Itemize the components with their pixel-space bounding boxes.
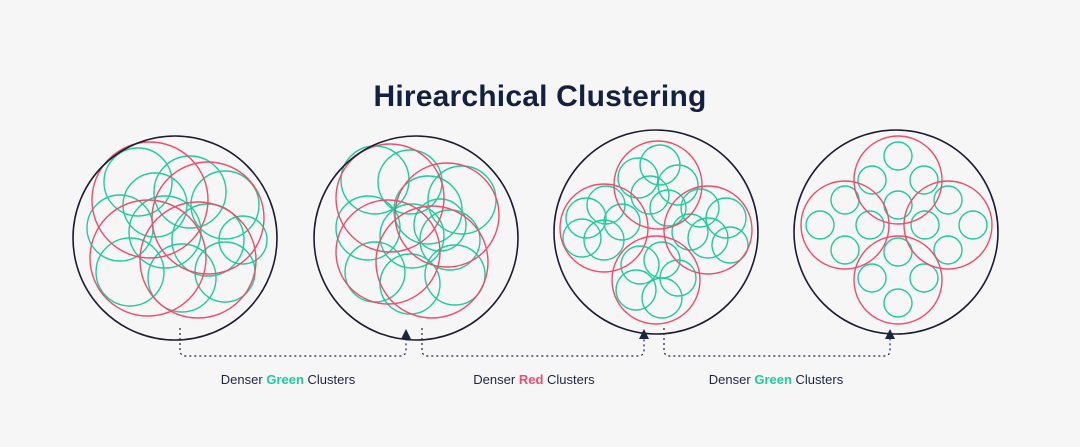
green-circle [379, 203, 445, 269]
green-circle [933, 235, 963, 265]
red-circle [611, 235, 701, 325]
green-circle [603, 203, 641, 241]
outer-boundary [793, 129, 999, 335]
red-clusters [89, 141, 265, 319]
caption-suffix: Clusters [303, 372, 356, 387]
green-circle [883, 237, 913, 267]
stage-3 [553, 129, 759, 335]
green-circle [958, 210, 988, 240]
green-circle [857, 165, 887, 195]
arrow-stage-3-to-4 [663, 328, 895, 357]
caption-prefix: Denser [473, 372, 519, 387]
diagram-title: Hirearchical Clustering [373, 80, 707, 113]
green-circle [687, 217, 729, 259]
red-clusters [335, 143, 500, 319]
red-circle [853, 235, 943, 325]
green-circle [659, 259, 697, 297]
green-circle [933, 185, 963, 215]
caption-highlight: Green [266, 372, 304, 387]
green-circle [615, 269, 657, 311]
green-circle [649, 189, 687, 227]
red-clusters [800, 135, 993, 325]
red-circle [89, 199, 207, 317]
green-circle [147, 243, 217, 313]
green-circle [586, 185, 626, 225]
green-circle [379, 253, 441, 315]
green-circle [103, 147, 173, 217]
green-circle [427, 165, 497, 235]
green-circle [424, 244, 486, 306]
green-circle [855, 210, 885, 240]
green-clusters [805, 141, 988, 318]
outer-boundary [313, 135, 519, 341]
green-circle [153, 155, 227, 229]
caption-1: Denser Green Clusters [168, 372, 408, 387]
connectors [179, 328, 895, 357]
arrow-stage-2-to-3 [421, 328, 649, 357]
green-circle [805, 210, 835, 240]
green-circle [340, 145, 410, 215]
outer-boundary [72, 135, 278, 341]
green-circle [562, 218, 602, 258]
red-circle [800, 180, 890, 270]
green-circle [671, 213, 709, 251]
green-circle [190, 170, 260, 240]
green-circle [95, 237, 165, 307]
red-circle [335, 143, 445, 253]
red-circle [151, 161, 265, 275]
green-circle [641, 277, 683, 319]
green-circle [711, 226, 749, 264]
red-circle [394, 162, 500, 268]
red-clusters [559, 140, 753, 325]
caption-highlight: Green [754, 372, 792, 387]
caption-prefix: Denser [220, 372, 267, 387]
caption-suffix: Clusters [791, 372, 844, 387]
green-circle [630, 175, 670, 215]
green-circle [657, 164, 699, 206]
stage-1 [72, 135, 278, 341]
caption-3: Denser Green Clusters [656, 372, 896, 387]
green-circle [171, 203, 245, 277]
stage-2 [313, 135, 519, 341]
red-circle [663, 185, 753, 275]
green-circle [419, 209, 481, 271]
green-circle [830, 235, 860, 265]
red-circle [91, 141, 209, 259]
red-circle [559, 183, 649, 273]
stage-4 [793, 129, 999, 335]
green-circle [565, 197, 607, 239]
green-circle [617, 157, 659, 199]
green-circle [680, 188, 720, 228]
green-circle [909, 165, 939, 195]
green-circle [335, 195, 401, 261]
green-circle [128, 195, 202, 269]
green-circle [910, 210, 940, 240]
outer-boundary [553, 129, 759, 335]
caption-2: Denser Red Clusters [414, 372, 654, 387]
red-circle [903, 180, 993, 270]
green-circle [218, 215, 268, 265]
red-circle [139, 201, 257, 319]
green-circle [883, 288, 913, 318]
green-circle [620, 245, 660, 285]
green-circle [857, 263, 887, 293]
caption-highlight: Red [518, 372, 544, 387]
caption-suffix: Clusters [543, 372, 595, 387]
green-clusters [562, 144, 749, 319]
green-circle [86, 194, 154, 262]
green-circle [883, 141, 913, 171]
red-circle [853, 135, 943, 225]
red-circle [335, 199, 441, 305]
green-circle [909, 263, 939, 293]
green-clusters [335, 145, 497, 315]
red-circle [375, 205, 489, 319]
caption-prefix: Denser [708, 372, 755, 387]
